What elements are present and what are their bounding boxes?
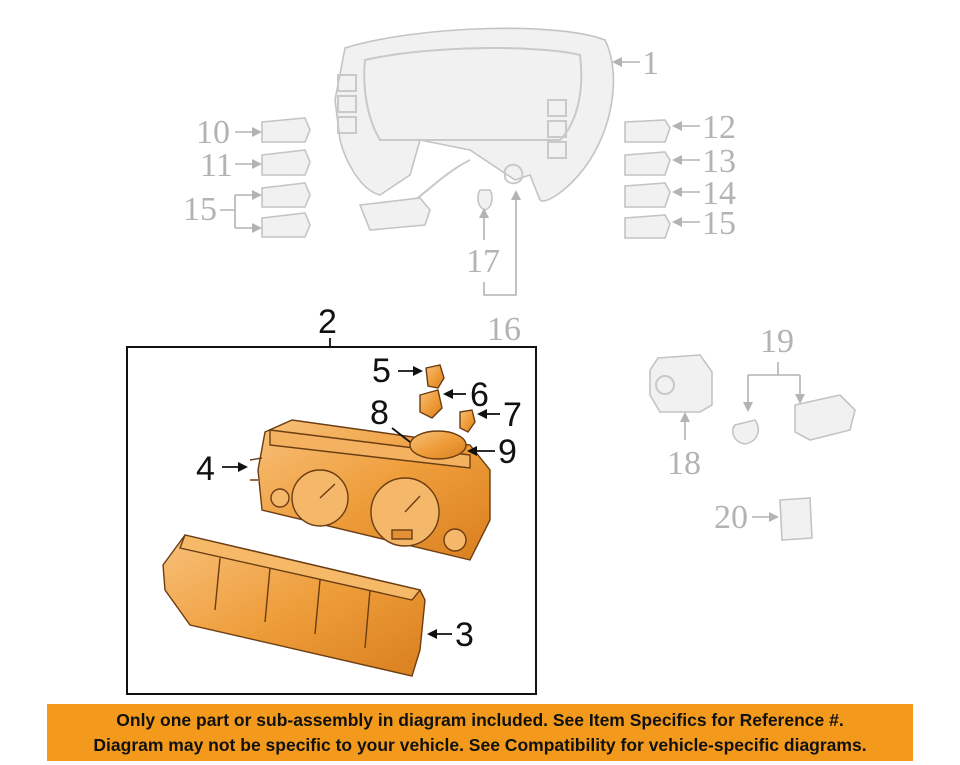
- instrument-panel-bezel-part: [334, 27, 615, 231]
- svg-text:13: 13: [702, 143, 736, 180]
- svg-text:10: 10: [196, 114, 230, 151]
- svg-text:5: 5: [372, 352, 391, 390]
- svg-text:15: 15: [183, 191, 217, 228]
- parts-19: [731, 394, 856, 445]
- callout-15-right: 15: [672, 205, 736, 242]
- callout-6: 6: [443, 376, 489, 414]
- disclaimer-line-1: Only one part or sub-assembly in diagram…: [116, 710, 844, 730]
- svg-text:19: 19: [760, 323, 794, 360]
- callout-18: 18: [667, 412, 701, 482]
- switch-part-18: [649, 354, 713, 413]
- switch-parts-left: [261, 117, 311, 238]
- callout-20: 20: [714, 499, 779, 536]
- svg-text:3: 3: [455, 616, 474, 654]
- svg-text:7: 7: [503, 396, 522, 434]
- callout-13: 13: [672, 143, 736, 180]
- svg-text:8: 8: [370, 394, 389, 432]
- callout-16: 16: [483, 190, 521, 348]
- bulb-part-6: [419, 389, 443, 419]
- callout-19: 19: [743, 323, 805, 412]
- svg-text:15: 15: [702, 205, 736, 242]
- callout-2: 2: [318, 303, 337, 347]
- svg-text:6: 6: [470, 376, 489, 414]
- callout-3: 3: [427, 616, 474, 654]
- callout-10: 10: [196, 114, 262, 151]
- assembly-frame: [126, 346, 537, 695]
- svg-text:9: 9: [498, 433, 517, 471]
- disclaimer-line-2: Diagram may not be specific to your vehi…: [93, 735, 867, 755]
- callout-1: 1: [612, 45, 659, 82]
- svg-text:20: 20: [714, 499, 748, 536]
- disclaimer-banner: Only one part or sub-assembly in diagram…: [47, 704, 913, 761]
- svg-text:12: 12: [702, 109, 736, 146]
- callout-7: 7: [477, 396, 522, 434]
- callout-8: 8: [370, 394, 411, 443]
- svg-text:18: 18: [667, 445, 701, 482]
- svg-text:14: 14: [702, 175, 736, 212]
- svg-text:16: 16: [487, 311, 521, 348]
- svg-text:2: 2: [318, 303, 337, 341]
- bulb-part-5: [425, 364, 445, 389]
- svg-text:4: 4: [196, 450, 215, 488]
- bulb-part-17: [477, 189, 493, 211]
- callout-9: 9: [467, 433, 517, 471]
- svg-text:17: 17: [466, 243, 500, 280]
- callout-14: 14: [672, 175, 736, 212]
- gauge-part-8-9: [409, 430, 467, 460]
- svg-text:1: 1: [642, 45, 659, 82]
- bulb-part-7: [459, 409, 476, 433]
- switch-parts-right: [624, 119, 671, 239]
- callout-15-left: 15: [183, 190, 262, 233]
- plate-part-20: [779, 497, 813, 541]
- svg-text:11: 11: [200, 147, 233, 184]
- cluster-lens-part: [162, 534, 426, 677]
- callout-12: 12: [672, 109, 736, 146]
- callout-5: 5: [372, 352, 423, 390]
- callout-11: 11: [200, 147, 262, 184]
- callout-4: 4: [196, 450, 248, 488]
- parts-diagram: 1 10 11 15 12 13: [126, 27, 856, 695]
- callout-17: 17: [466, 208, 500, 280]
